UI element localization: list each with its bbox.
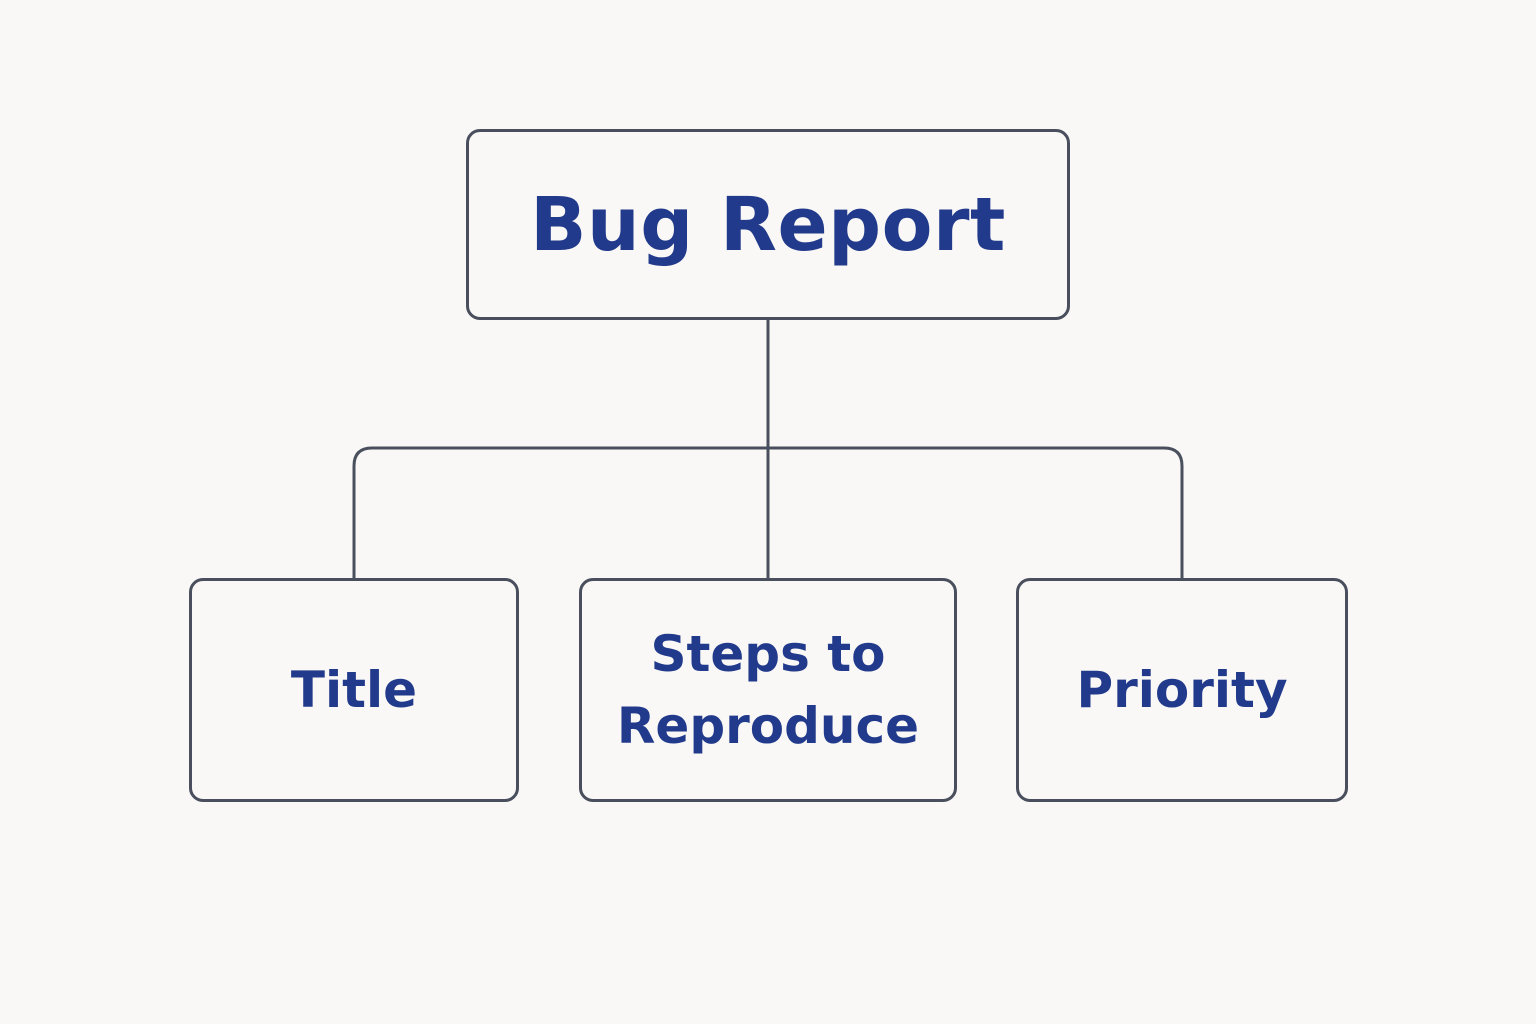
child-node-label-title: Title — [290, 661, 418, 719]
child-node-label-steps: Steps to Reproduce — [617, 618, 919, 762]
child-node-label-priority: Priority — [1076, 661, 1288, 719]
child-node-steps-to-reproduce: Steps to Reproduce — [579, 578, 957, 802]
root-node-label: Bug Report — [530, 181, 1006, 268]
child-node-title: Title — [189, 578, 519, 802]
child-node-label-steps-line2: Reproduce — [616, 697, 920, 755]
child-node-label-steps-line1: Steps to — [650, 625, 886, 683]
root-node-bug-report: Bug Report — [466, 129, 1070, 320]
child-node-priority: Priority — [1016, 578, 1348, 802]
